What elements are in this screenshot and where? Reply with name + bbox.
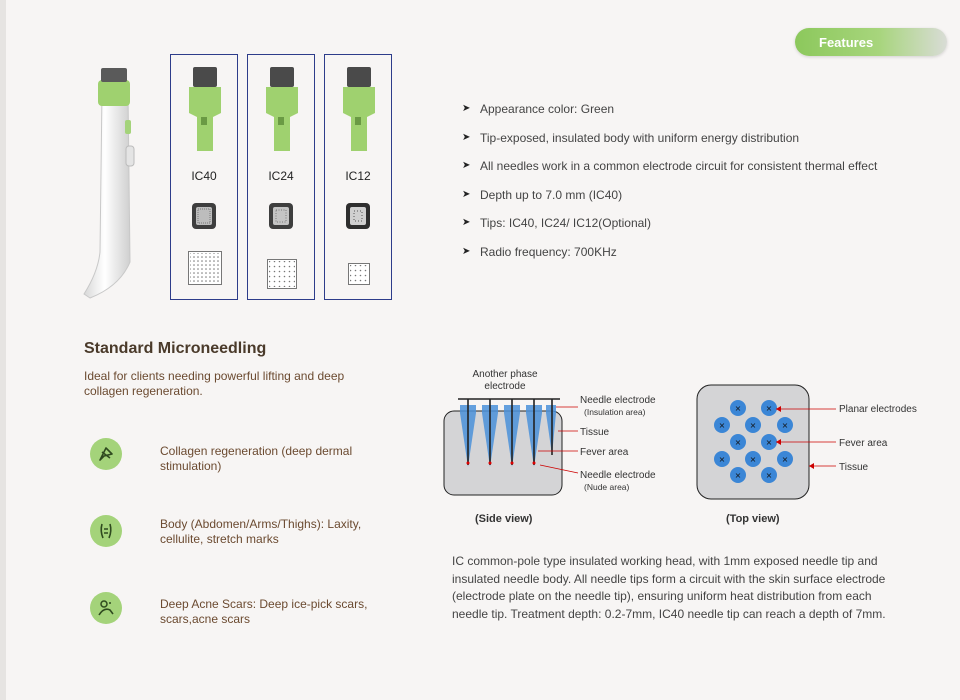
feature-text: Appearance color: Green bbox=[480, 102, 615, 116]
feature-item: ➤ All needles work in a common electrode … bbox=[462, 159, 877, 188]
acne-scar-icon bbox=[90, 592, 122, 624]
svg-text:×: × bbox=[719, 455, 726, 464]
cartridge-icon bbox=[343, 67, 375, 151]
benefit-text: Body (Abdomen/Arms/Thighs): Laxity, cell… bbox=[160, 517, 362, 546]
tip-label: IC12 bbox=[345, 169, 371, 183]
svg-text:×: × bbox=[782, 455, 789, 464]
tip-card-ic12: IC12 bbox=[324, 54, 392, 300]
feature-text: Tip-exposed, insulated body with uniform… bbox=[480, 130, 800, 145]
svg-text:×: × bbox=[719, 421, 726, 430]
planar-electrodes-label: Planar electrodes bbox=[839, 404, 917, 415]
svg-text:×: × bbox=[735, 438, 742, 447]
side-view-caption: (Side view) bbox=[475, 513, 533, 525]
handpiece-device-image bbox=[83, 68, 135, 299]
feature-item: ➤ Depth up to 7.0 mm (IC40) bbox=[462, 188, 877, 217]
needle-head-icon bbox=[346, 203, 370, 229]
page-edge bbox=[0, 0, 6, 700]
planar-electrode-grid: × × × × × × × × × × × × bbox=[714, 400, 793, 483]
insulation-area-label: (Insulation area) bbox=[584, 407, 646, 417]
arrow-bullet-icon: ➤ bbox=[462, 131, 471, 143]
svg-text:×: × bbox=[735, 471, 742, 480]
section-title: Standard Microneedling bbox=[84, 340, 267, 357]
tip-card-ic40: IC40 bbox=[170, 54, 238, 300]
feature-text: Radio frequency: 700KHz bbox=[480, 244, 617, 259]
svg-text:×: × bbox=[735, 404, 742, 413]
collagen-icon bbox=[90, 438, 122, 470]
needle-electrode-label: Needle electrode bbox=[580, 470, 656, 481]
another-phase-label: Another phase bbox=[472, 369, 537, 380]
arrow-bullet-icon: ➤ bbox=[462, 103, 471, 114]
top-view-caption: (Top view) bbox=[726, 513, 780, 525]
feature-item: ➤ Tip-exposed, insulated body with unifor… bbox=[462, 131, 877, 160]
feature-text: All needles work in a common electrode c… bbox=[480, 159, 878, 173]
svg-text:×: × bbox=[766, 438, 773, 447]
tissue-label: Tissue bbox=[580, 427, 610, 438]
arrow-bullet-icon: ➤ bbox=[462, 160, 471, 171]
svg-text:×: × bbox=[766, 471, 773, 480]
arrow-bullet-icon: ➤ bbox=[462, 245, 471, 257]
needle-pattern-icon bbox=[348, 263, 370, 285]
tip-label: IC40 bbox=[191, 169, 217, 183]
features-tab[interactable]: Features bbox=[795, 28, 947, 56]
feature-item: ➤ Tips: IC40, IC24/ IC12(Optional) bbox=[462, 216, 877, 245]
fever-area-label: Fever area bbox=[839, 438, 888, 449]
benefit-text: Deep Acne Scars: Deep ice-pick scars, sc… bbox=[160, 597, 368, 626]
needle-head-icon bbox=[192, 203, 216, 229]
fever-area-label: Fever area bbox=[580, 447, 629, 458]
needle-head-icon bbox=[269, 203, 293, 229]
benefit-text: Collagen regeneration (deep dermal stimu… bbox=[160, 444, 353, 473]
tip-label: IC24 bbox=[268, 169, 294, 183]
section-description: Ideal for clients needing powerful lifti… bbox=[84, 369, 345, 398]
tissue-label: Tissue bbox=[839, 462, 869, 473]
feature-text: Tips: IC40, IC24/ IC12(Optional) bbox=[480, 216, 651, 230]
top-view-diagram: × × × × × × × × × × × × Planar electrodes Fever… bbox=[696, 384, 917, 500]
needle-electrode-label: Needle electrode bbox=[580, 395, 656, 406]
svg-text:×: × bbox=[766, 404, 773, 413]
side-view-diagram: Another phase electrode Needle electrode… bbox=[443, 369, 656, 496]
body-icon bbox=[90, 515, 122, 547]
needle-group bbox=[458, 398, 560, 467]
feature-text: Depth up to 7.0 mm (IC40) bbox=[480, 187, 623, 202]
tip-card-ic24: IC24 bbox=[247, 54, 315, 300]
electrode-label: electrode bbox=[484, 381, 526, 392]
svg-text:×: × bbox=[782, 421, 789, 430]
svg-text:×: × bbox=[750, 421, 757, 430]
feature-list: ➤ Appearance color: Green ➤ Tip-exposed, i… bbox=[462, 102, 877, 273]
cartridge-icon bbox=[189, 67, 221, 151]
feature-item: ➤ Appearance color: Green bbox=[462, 102, 877, 131]
needle-pattern-icon bbox=[267, 259, 297, 289]
cartridge-icon bbox=[266, 67, 298, 151]
nude-area-label: (Nude area) bbox=[584, 482, 630, 492]
arrow-bullet-icon: ➤ bbox=[462, 217, 471, 228]
needle-pattern-icon bbox=[188, 251, 222, 285]
feature-item: ➤ Radio frequency: 700KHz bbox=[462, 245, 877, 274]
description-paragraph: IC common-pole type insulated working he… bbox=[452, 554, 886, 621]
svg-text:×: × bbox=[750, 455, 757, 464]
arrow-bullet-icon: ➤ bbox=[462, 188, 471, 200]
